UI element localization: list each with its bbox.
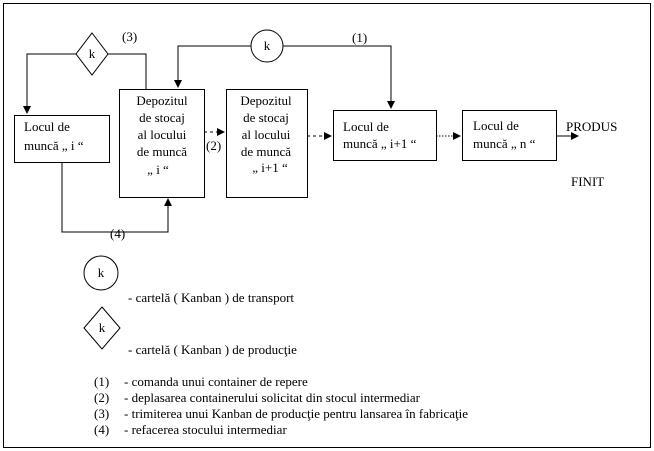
work-i1-line-2: muncă „ i+1 “ (343, 136, 417, 151)
legend-transport-text: - cartelă ( Kanban ) de transport (128, 290, 294, 305)
work-i-line-2: muncă „ i “ (24, 138, 84, 153)
box-work-i1 (333, 110, 437, 161)
production-kanban-diamond-top (75, 32, 109, 76)
step-1-text: - comanda unui container de repere (124, 374, 308, 389)
step-4-number: (4) (94, 422, 109, 437)
production-kanban-symbol-top: k (89, 46, 96, 61)
work-n-line-2: muncă „ n “ (473, 136, 536, 151)
depot-i-line-5: „ i “ (147, 162, 169, 177)
depot-i1-line-5: „ i+1 “ (252, 160, 288, 175)
legend-transport-kanban-circle (83, 255, 119, 291)
flow-line-3-right (108, 53, 147, 89)
depot-i1-line-1: Depozitul (240, 93, 292, 108)
legend-production-text: - cartelă ( Kanban ) de producţie (128, 342, 297, 357)
product-label-line-2: FINIT (571, 174, 604, 189)
work-i1-line-1: Locul de (343, 119, 389, 134)
depot-i-line-3: al locului (138, 127, 187, 142)
depot-i-line-1: Depozitul (136, 93, 188, 108)
step-3-number: (3) (94, 406, 109, 421)
legend-transport-kanban-symbol: k (98, 265, 105, 280)
flow-label-2: (2) (206, 138, 221, 153)
step-2-text: - deplasarea containerului solicitat din… (124, 390, 421, 405)
step-4-text: - refacerea stocului intermediar (124, 422, 287, 437)
work-i-line-1: Locul de (24, 119, 70, 134)
outer-frame (3, 3, 651, 448)
flow-line-3-left (23, 53, 76, 114)
depot-i1-line-2: de stocaj (243, 110, 289, 125)
depot-i-line-4: de muncă (137, 144, 187, 159)
box-work-n (462, 110, 557, 161)
flow-line-1-left (174, 45, 251, 88)
step-1-number: (1) (94, 374, 109, 389)
depot-i-line-2: de stocaj (139, 110, 185, 125)
step-3-text: - trimiterea unui Kanban de producţie pe… (124, 406, 468, 421)
box-depot-i1 (226, 89, 308, 198)
flow-label-3: (3) (122, 29, 137, 44)
flow-label-1: (1) (352, 30, 367, 45)
legend-production-kanban-diamond (83, 306, 121, 350)
depot-i1-line-3: al locului (242, 127, 291, 142)
step-2-number: (2) (94, 390, 109, 405)
work-n-line-1: Locul de (473, 118, 519, 133)
legend-production-kanban-symbol: k (99, 320, 106, 335)
flow-line-4 (61, 162, 172, 233)
flow-label-4: (4) (110, 226, 125, 241)
flow-line-1-right (283, 45, 395, 109)
product-label-line-1: PRODUS (566, 119, 617, 134)
depot-i1-line-4: de muncă (241, 144, 291, 159)
box-depot-i (119, 89, 205, 198)
transport-kanban-symbol-top: k (264, 38, 271, 53)
